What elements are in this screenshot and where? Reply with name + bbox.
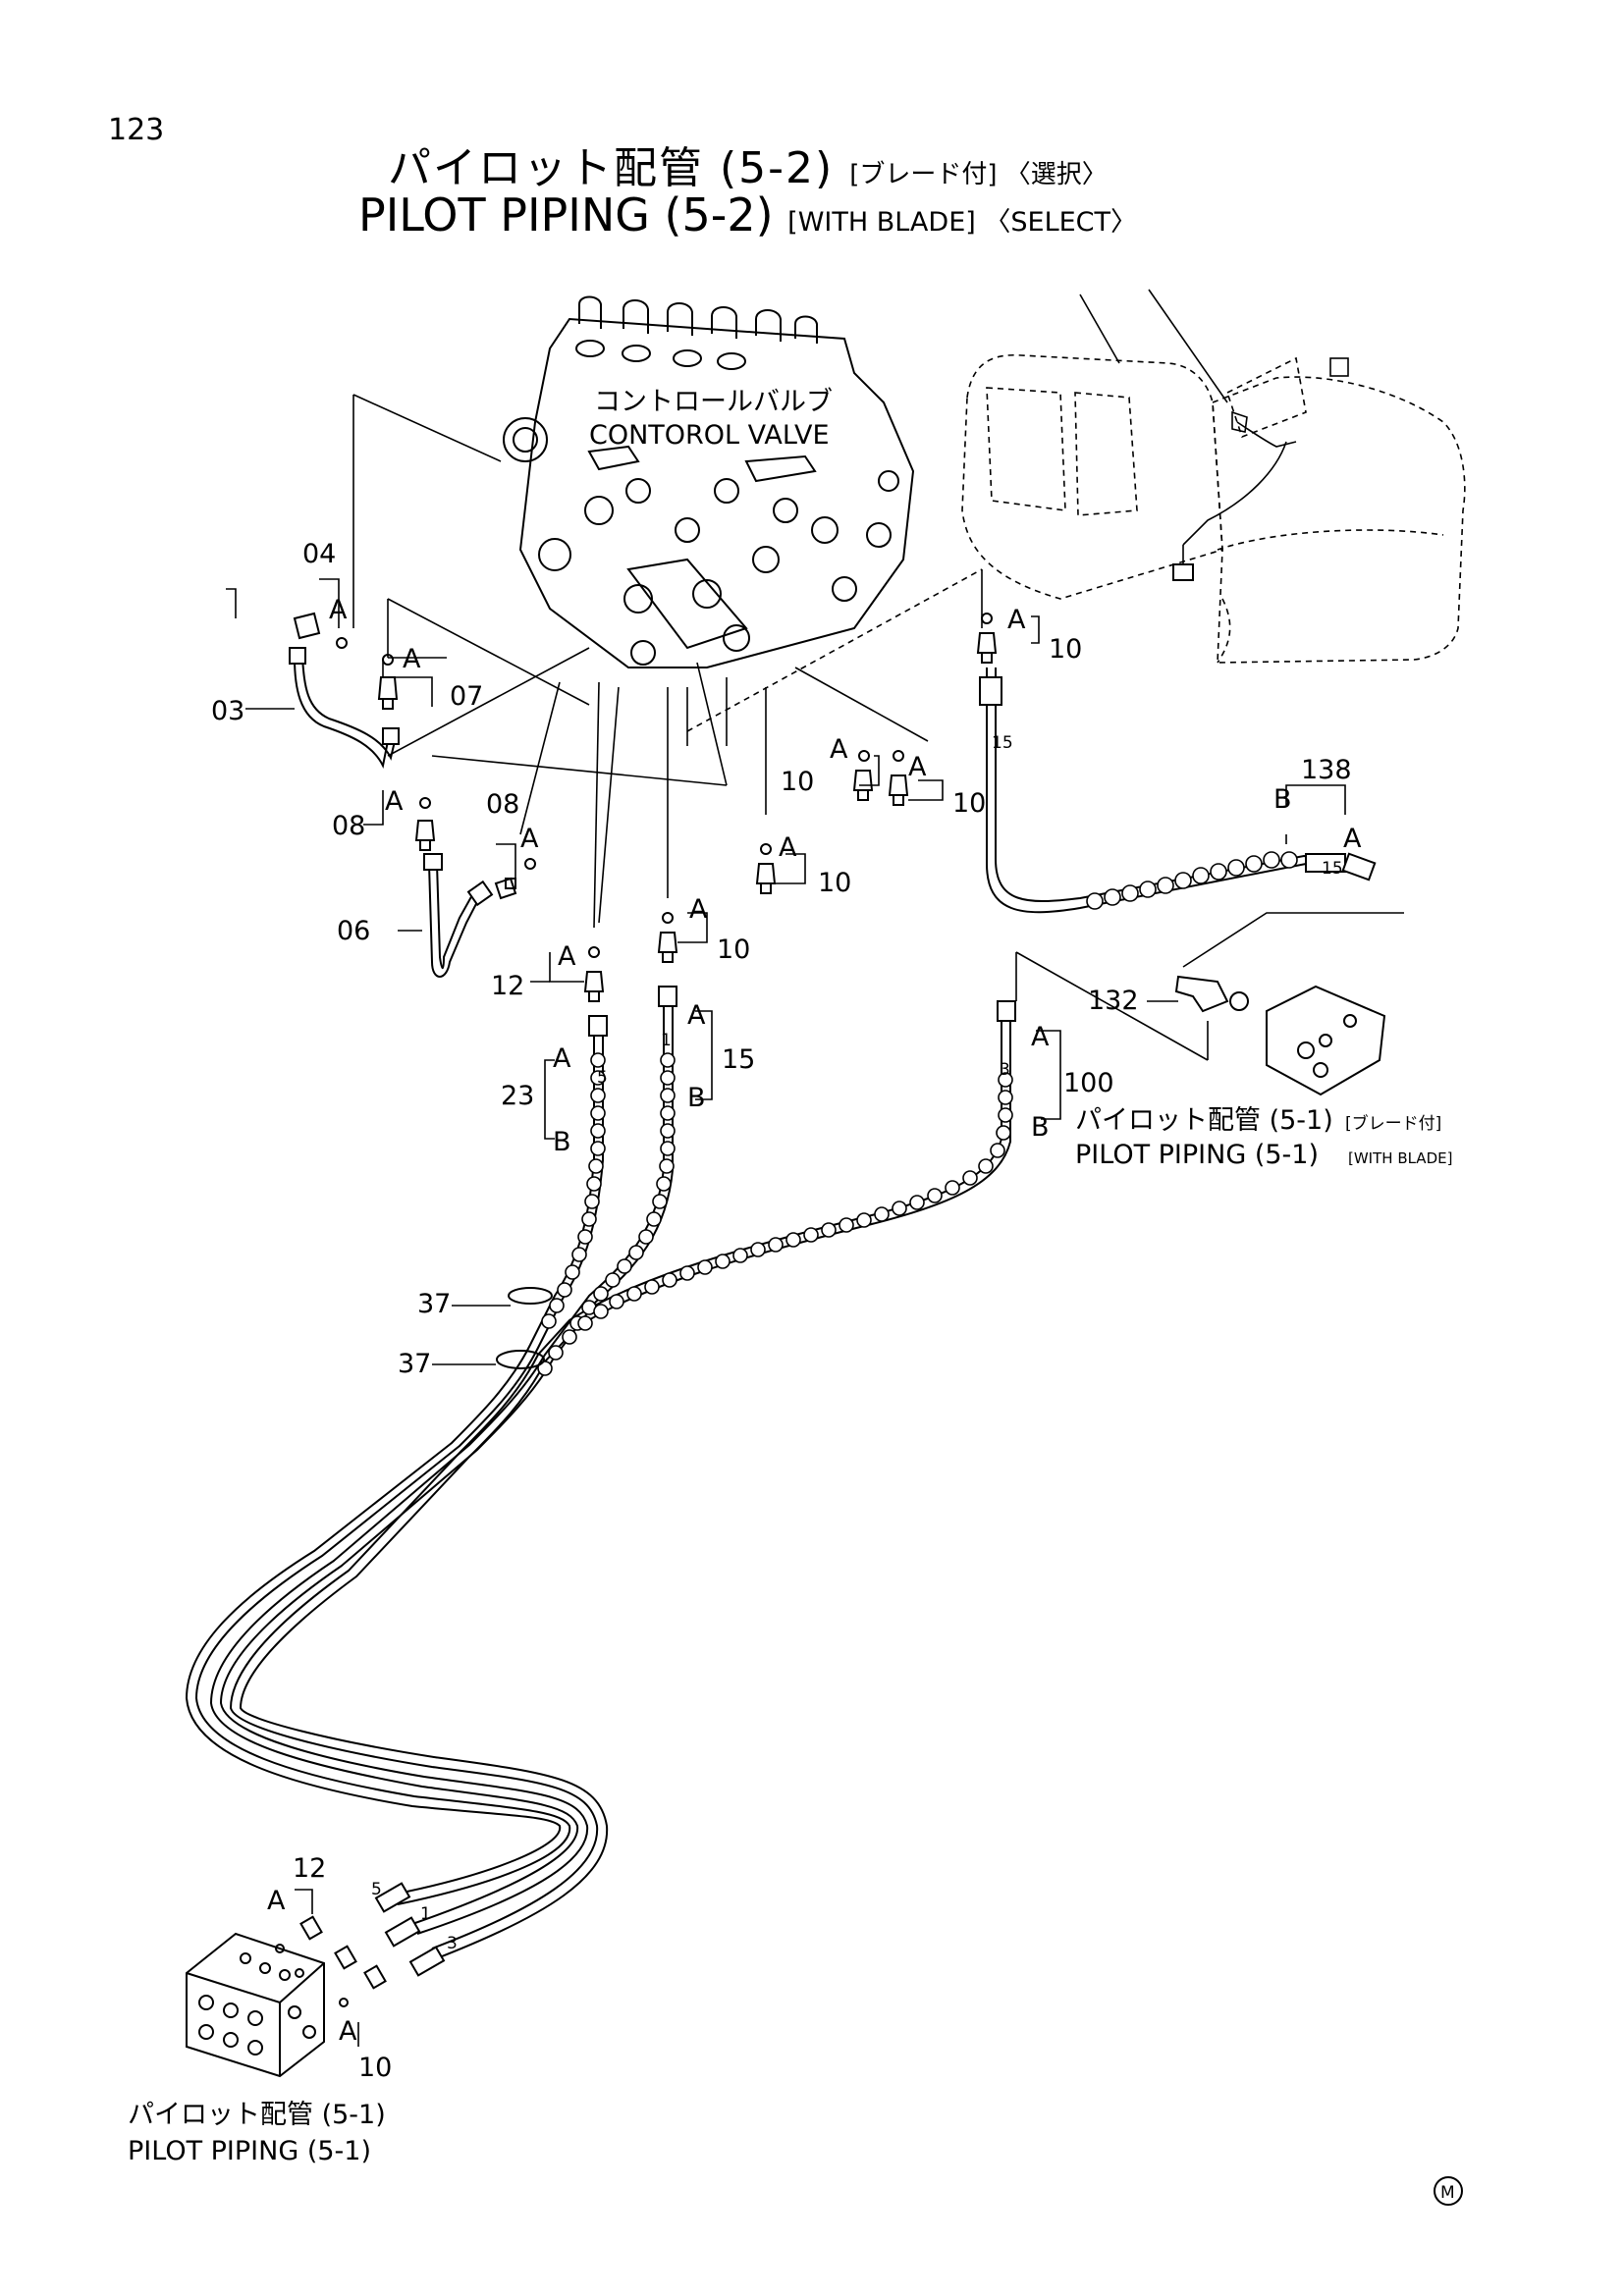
marker-a: A xyxy=(1007,605,1026,635)
fitting-10-upper xyxy=(976,613,998,664)
callout-06: 06 xyxy=(337,916,370,946)
fitting-08a xyxy=(414,797,436,851)
callout-07: 07 xyxy=(450,681,483,712)
hose-bundle xyxy=(185,986,1016,1959)
callout-10-mid-left: 10 xyxy=(781,767,814,797)
marker-a: A xyxy=(329,595,348,625)
marker-a: A xyxy=(385,786,404,817)
marker-b: B xyxy=(553,1127,571,1157)
marker-a: A xyxy=(1031,1022,1050,1052)
ref-upper-jp-sub: [ブレード付] xyxy=(1345,1113,1441,1134)
callout-37-upper: 37 xyxy=(417,1289,451,1319)
marker-a: A xyxy=(908,752,927,782)
callout-08-left: 08 xyxy=(332,811,365,841)
callout-brackets xyxy=(226,578,1346,2047)
callout-10-lower: 10 xyxy=(717,934,750,965)
title-english: PILOT PIPING (5-2) [WITH BLADE] 〈SELECT〉 xyxy=(358,188,1137,241)
fitting-10-mid-right xyxy=(888,750,909,806)
callout-12: 12 xyxy=(491,971,524,1001)
control-valve-label-en: CONTOROL VALVE xyxy=(589,420,830,451)
page-number: 123 xyxy=(108,113,165,147)
callout-04: 04 xyxy=(302,539,336,569)
title-jp-main: パイロット配管 (5-2) xyxy=(388,143,835,193)
marker-a: A xyxy=(553,1043,571,1074)
fitting-10-lower xyxy=(657,912,678,963)
hose-number-3-end: 3 xyxy=(447,1934,458,1953)
ref-upper-en: PILOT PIPING (5-1) xyxy=(1075,1140,1319,1170)
fitting-04 xyxy=(293,612,348,649)
hose-number-15: 15 xyxy=(992,733,1013,753)
fitting-07 xyxy=(377,654,399,710)
hose-number-1-end: 1 xyxy=(420,1904,431,1924)
title-japanese: パイロット配管 (5-2) [ブレード付] 〈選択〉 xyxy=(388,133,1108,195)
callout-23: 23 xyxy=(501,1081,534,1111)
fitting-132 xyxy=(1174,975,1249,1013)
control-valve-label-jp: コントロールバルブ xyxy=(594,387,833,417)
marker-a: A xyxy=(339,2016,357,2047)
callout-37-lower: 37 xyxy=(398,1349,431,1379)
callout-10-upper: 10 xyxy=(1049,634,1082,665)
reference-upper-right: パイロット配管 (5-1) [ブレード付] PILOT PIPING (5-1)… xyxy=(1075,1105,1452,1170)
title-en-main: PILOT PIPING (5-2) xyxy=(358,188,774,241)
marker-a: A xyxy=(830,734,848,765)
callout-138: 138 xyxy=(1301,755,1352,785)
marker-b: B xyxy=(687,1083,706,1113)
marker-b: B xyxy=(1031,1112,1050,1143)
reference-lower-left: パイロット配管 (5-1) PILOT PIPING (5-1) xyxy=(128,2100,386,2166)
control-valve-illustration: コントロールバルブ CONTOROL VALVE xyxy=(503,295,915,668)
callout-03: 03 xyxy=(211,696,244,726)
excavator-cab-illustration xyxy=(961,289,1466,664)
hose-03 xyxy=(289,647,400,770)
hose-numbers: 5 1 3 15 15 5 1 3 xyxy=(371,733,1343,1953)
marker-a: A xyxy=(1343,824,1362,854)
marker-a: A xyxy=(267,1886,286,1916)
hose-number-5-end: 5 xyxy=(371,1880,382,1899)
fitting-10-center xyxy=(755,843,777,894)
connection-markers: A A A A A A A A A A A B A B A B B A A A xyxy=(267,595,1362,2047)
ref-lower-jp: パイロット配管 (5-1) xyxy=(128,2100,386,2130)
callout-10-bottom: 10 xyxy=(358,2053,392,2083)
callout-100: 100 xyxy=(1063,1068,1114,1098)
callout-08-right: 08 xyxy=(486,789,519,820)
m-mark-letter: M xyxy=(1440,2183,1455,2203)
leader-lines xyxy=(352,394,1404,1061)
callout-10-mid-right: 10 xyxy=(952,788,986,819)
fitting-12 xyxy=(583,946,605,1002)
ref-upper-jp: パイロット配管 (5-1) xyxy=(1075,1105,1333,1136)
valve-block-right xyxy=(1266,985,1386,1096)
ref-upper-en-sub: [WITH BLADE] xyxy=(1348,1149,1452,1167)
hose-number-1: 1 xyxy=(661,1031,672,1050)
pilot-block-lower xyxy=(186,1882,446,2078)
hose-number-15-end: 15 xyxy=(1322,859,1343,879)
callout-132: 132 xyxy=(1088,986,1139,1016)
callout-12-lower: 12 xyxy=(293,1853,326,1884)
marker-a: A xyxy=(558,941,576,972)
marker-a: A xyxy=(403,644,421,674)
title-jp-sub: [ブレード付] 〈選択〉 xyxy=(849,160,1108,189)
marker-a: A xyxy=(779,832,797,863)
hose-number-5: 5 xyxy=(597,1068,608,1088)
title-en-sub: [WITH BLADE] 〈SELECT〉 xyxy=(787,207,1138,238)
callout-10-center: 10 xyxy=(818,868,851,898)
marker-b: B xyxy=(1273,784,1292,815)
hose-number-3: 3 xyxy=(1000,1060,1010,1080)
callout-labels: 04 03 07 08 08 06 10 10 10 10 10 15 12 2… xyxy=(211,539,1352,2083)
m-mark: M xyxy=(1434,2176,1463,2206)
hose-15-right xyxy=(979,667,1377,914)
marker-a: A xyxy=(687,1000,706,1031)
hose-06 xyxy=(423,853,494,978)
callout-15: 15 xyxy=(722,1044,755,1075)
marker-a: A xyxy=(689,894,708,925)
marker-a: A xyxy=(520,824,539,854)
fitting-10-mid-left xyxy=(852,750,874,801)
ref-lower-en: PILOT PIPING (5-1) xyxy=(128,2136,371,2166)
